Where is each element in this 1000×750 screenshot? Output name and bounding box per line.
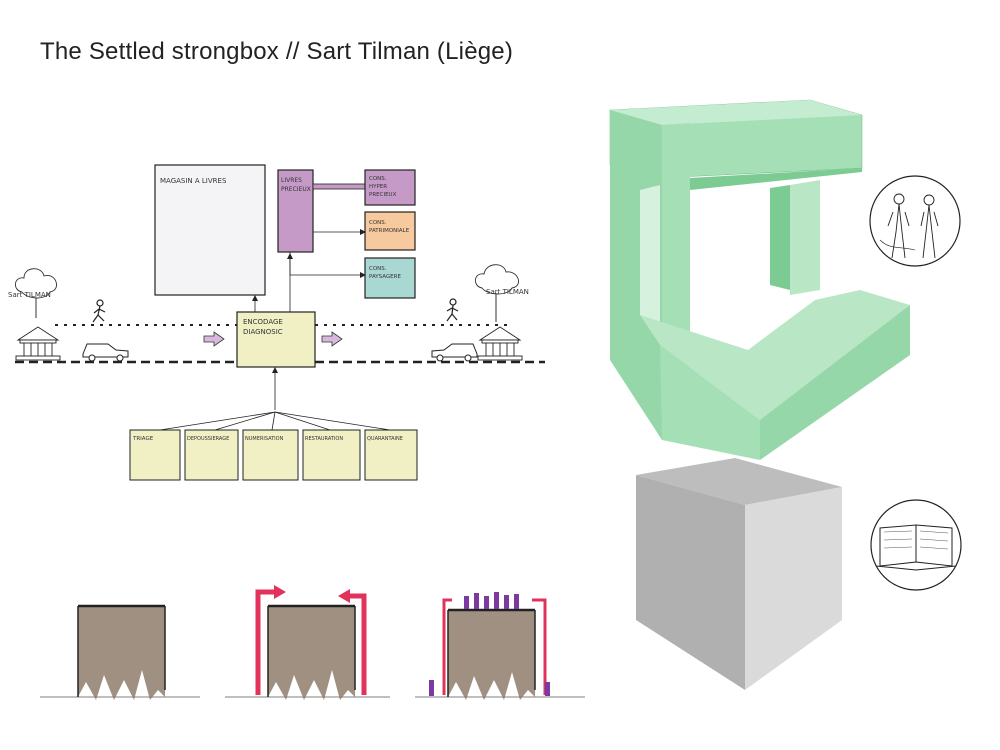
cons-hyper-3: PRECIEUX (369, 192, 397, 198)
walker-icon (92, 299, 106, 323)
step-restauration: RESTAURATION (302, 429, 361, 481)
organigram: MAGASIN A LIVRES LIVRES PRECIEUX CONS. H… (8, 164, 545, 481)
car-icon (431, 343, 478, 362)
adam-eve-medallion-icon (869, 175, 961, 267)
cons-patri-2: PATRIMONIALE (369, 228, 410, 234)
svg-text:QUARANTAINE: QUARANTAINE (367, 436, 403, 442)
pink-arrow-right-icon (321, 331, 343, 347)
step-quarantaine: QUARANTAINE (364, 429, 418, 481)
sketch-2 (225, 585, 390, 700)
magasin-label: MAGASIN A LIVRES (160, 177, 227, 185)
sart-right-label: Sart TILMAN (486, 288, 529, 296)
encodage-label-2: DIAGNOSIC (243, 328, 283, 336)
cons-hyper-2: HYPER (369, 184, 387, 190)
cons-pays-1: CONS. (369, 266, 387, 272)
sketch-3 (415, 592, 585, 700)
livres-label-1: LIVRES (281, 177, 302, 184)
encodage-box (236, 311, 316, 368)
step-numerisation: NUMERISATION (242, 429, 299, 481)
temple-icon (15, 326, 61, 361)
page-title: The Settled strongbox // Sart Tilman (Li… (40, 38, 514, 65)
pink-arrow-left-icon (203, 331, 225, 347)
green-c-volume (609, 99, 910, 460)
sart-left-label: Sart TILMAN (8, 291, 51, 299)
cons-pays-2: PAYSAGERE (369, 274, 401, 280)
cons-patri-1: CONS. (369, 220, 387, 226)
cons-hyper-1: CONS. (369, 176, 387, 182)
cons-hyper-box (364, 169, 416, 206)
svg-text:TRIAGE: TRIAGE (132, 436, 154, 442)
connector-bar (312, 183, 366, 190)
car-icon (82, 343, 129, 362)
walker-icon (446, 298, 459, 322)
grey-cube-volume (636, 458, 842, 690)
livres-label-2: PRECIEUX (281, 186, 311, 193)
temple-icon (477, 326, 523, 361)
red-arrow-right-icon (348, 593, 367, 695)
tree-icon (475, 264, 519, 322)
open-book-medallion-icon (870, 499, 962, 591)
svg-text:DEPOUSSIERAGE: DEPOUSSIERAGE (187, 436, 229, 442)
violet-marks (429, 592, 550, 696)
red-arrow-left-icon (255, 589, 276, 695)
svg-text:RESTAURATION: RESTAURATION (305, 436, 343, 442)
encodage-label-1: ENCODAGE (243, 318, 283, 326)
tree-icon (15, 268, 57, 318)
cons-patri-box (364, 211, 416, 251)
magasin-box (154, 164, 266, 296)
livres-box (277, 169, 314, 253)
svg-text:NUMERISATION: NUMERISATION (245, 436, 284, 442)
step-depoussierage: DEPOUSSIERAGE (184, 429, 239, 481)
step-triage: TRIAGE (129, 429, 181, 481)
cons-pays-box (364, 257, 416, 299)
sketch-1 (40, 604, 200, 700)
